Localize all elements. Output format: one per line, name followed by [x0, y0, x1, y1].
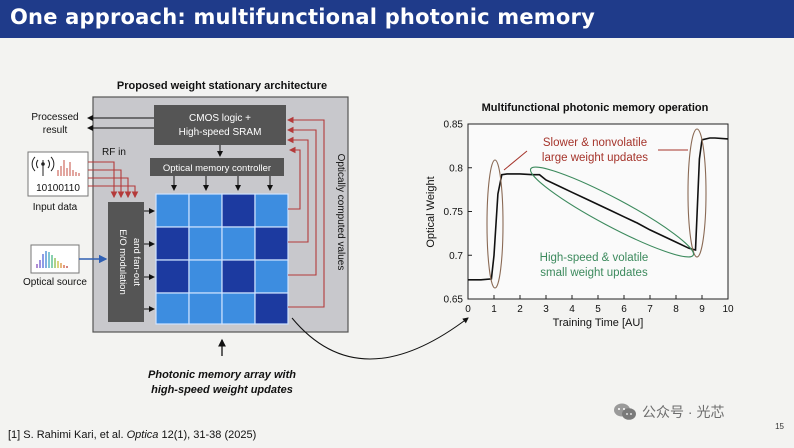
modulation-label-2: and fan-out [131, 238, 142, 286]
controller-block [150, 158, 284, 176]
modulation-block [108, 202, 144, 322]
slow-update-ellipse-left [486, 159, 504, 289]
slow-annotation-2: large weight updates [542, 152, 648, 164]
rf-input-arrows [88, 161, 139, 199]
optical-source-label: Optical source [23, 277, 87, 288]
modulation-to-array-arrows [144, 208, 155, 312]
controller-arrows [171, 176, 273, 191]
x-tick-label: 2 [517, 304, 523, 315]
cmos-label-1: CMOS logic + [189, 113, 251, 124]
operation-chart: Multifunctional photonic memory operatio… [425, 102, 734, 329]
x-tick-label: 1 [491, 304, 497, 315]
y-axis-label: Optical Weight [425, 176, 437, 247]
optically-computed-label: Optically computed values [335, 154, 346, 271]
cmos-label-2: High-speed SRAM [179, 127, 262, 138]
x-tick-label: 9 [699, 304, 705, 315]
watermark: 公众号 · 光芯 [614, 402, 724, 422]
y-tick-label: 0.7 [449, 251, 463, 262]
x-tick-label: 8 [673, 304, 679, 315]
citation: [1] S. Rahimi Kari, et al. Optica 12(1),… [8, 429, 256, 441]
array-caption-2: high-speed weight updates [151, 384, 293, 396]
plot-frame [467, 123, 729, 300]
citation-prefix: [1] S. Rahimi Kari, et al. [8, 429, 127, 441]
processed-label-1: Processed [31, 112, 78, 123]
y-tick-label: 0.85 [444, 120, 464, 131]
x-tick-label: 4 [569, 304, 575, 315]
x-axis-label: Training Time [AU] [553, 317, 644, 329]
processed-result-arrows [87, 115, 154, 131]
fast-annotation-1: High-speed & volatile [540, 252, 649, 264]
x-tick-label: 0 [465, 304, 471, 315]
memory-array [155, 193, 289, 325]
x-tick-label: 5 [595, 304, 601, 315]
slow-annotation-pointer-left [503, 150, 528, 171]
y-tick-label: 0.75 [444, 207, 464, 218]
slide-number: 15 [775, 422, 784, 431]
architecture-title: Proposed weight stationary architecture [117, 80, 327, 92]
architecture-diagram: Proposed weight stationary architecture … [23, 80, 349, 396]
slow-update-ellipse-right [687, 128, 707, 258]
citation-suffix: 12(1), 31-38 (2025) [158, 429, 257, 441]
rf-spectrum-icon [57, 160, 80, 176]
x-ticks: 0 1 2 3 4 5 6 7 8 9 10 [465, 295, 734, 315]
connector-arrow [291, 317, 469, 360]
y-ticks: 0.65 0.7 0.75 0.8 0.85 [444, 120, 472, 306]
wechat-icon [614, 403, 636, 420]
x-tick-label: 7 [647, 304, 653, 315]
cmos-block [154, 105, 286, 145]
title-bar: One approach: multifunctional photonic m… [0, 0, 794, 38]
x-tick-label: 3 [543, 304, 549, 315]
x-tick-label: 6 [621, 304, 627, 315]
controller-label: Optical memory controller [163, 163, 271, 174]
optical-feedback-arrows [286, 116, 325, 308]
array-caption-1: Photonic memory array with [148, 369, 296, 381]
y-tick-label: 0.65 [444, 295, 464, 306]
antenna-icon [31, 156, 55, 176]
binary-label: 10100110 [36, 183, 80, 194]
slide-title: One approach: multifunctional photonic m… [10, 5, 595, 29]
chart-title: Multifunctional photonic memory operatio… [482, 102, 709, 114]
processed-label-2: result [43, 125, 68, 136]
citation-journal: Optica [126, 429, 159, 441]
y-tick-label: 0.8 [449, 163, 463, 174]
spectrum-icon [36, 251, 68, 268]
slow-annotation-1: Slower & nonvolatile [543, 137, 647, 149]
modulation-label-1: E/O modulation [117, 229, 128, 294]
rf-in-label: RF in [102, 147, 126, 158]
input-data-label: Input data [33, 202, 78, 213]
fast-annotation-2: small weight updates [540, 267, 648, 279]
fast-update-ellipse [529, 166, 695, 258]
watermark-text: 公众号 · 光芯 [642, 404, 725, 420]
x-tick-label: 10 [722, 304, 734, 315]
